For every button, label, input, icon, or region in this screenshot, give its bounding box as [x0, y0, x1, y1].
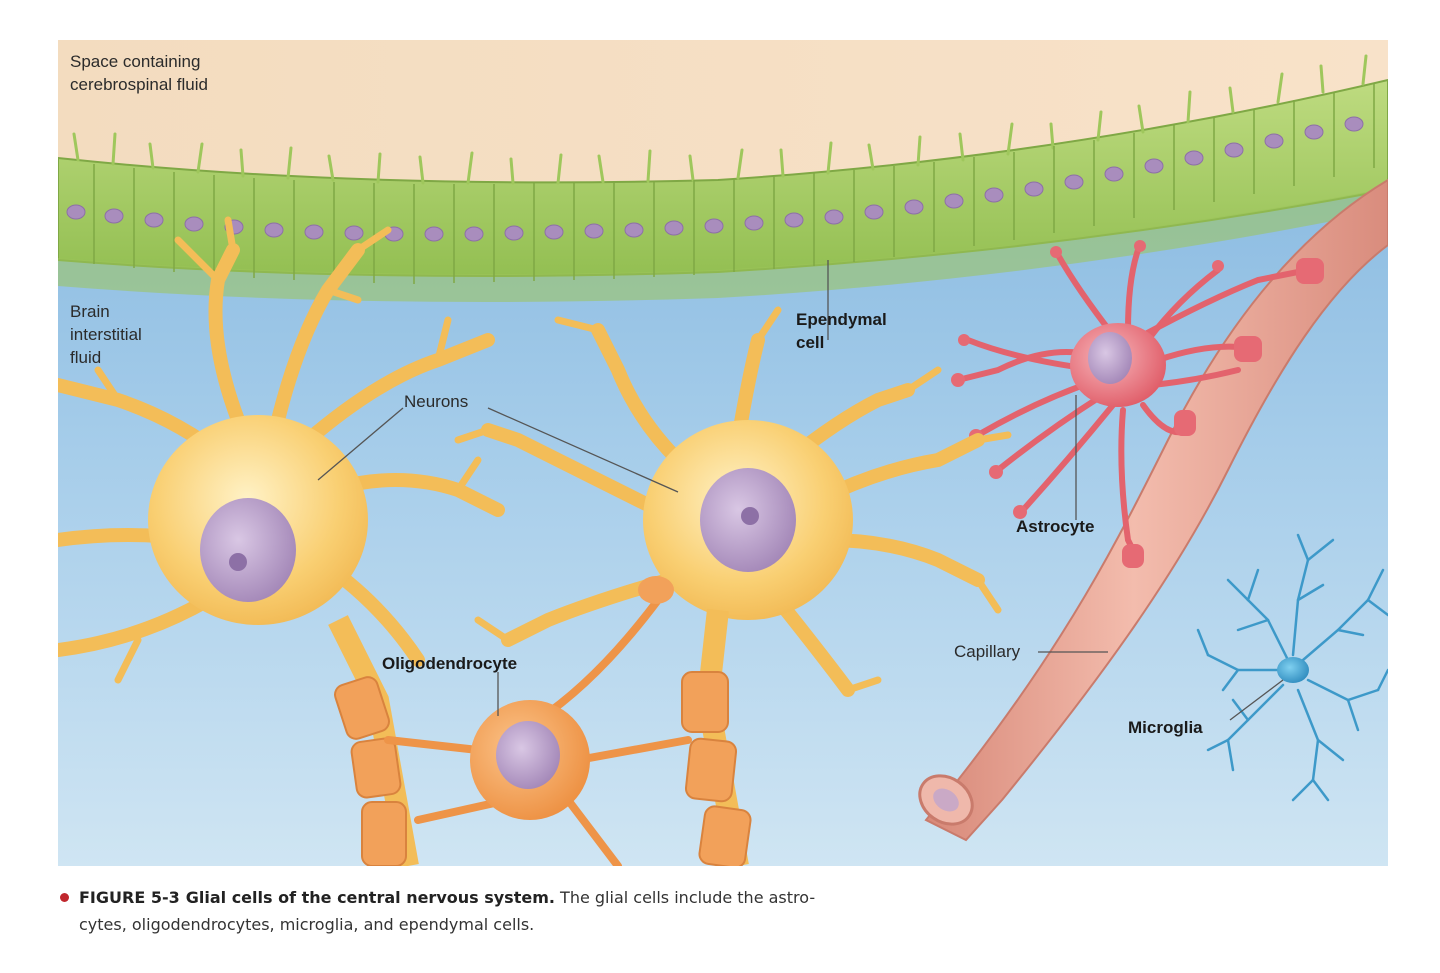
- caption-bullet: [60, 893, 69, 902]
- label-capillary: Capillary: [954, 642, 1021, 661]
- caption-text-line1: The glial cells include the astro-: [560, 888, 816, 907]
- label-ependymal-cell: Ependymal cell: [796, 310, 887, 352]
- figure-title: Glial cells of the central nervous syste…: [185, 888, 555, 907]
- neuron-right: [454, 306, 1012, 866]
- label-neurons: Neurons: [404, 392, 469, 411]
- label-oligodendrocyte: Oligodendrocyte: [382, 654, 518, 673]
- neuron-left-nucleus: [200, 498, 296, 602]
- oligodendrocyte-nucleus: [496, 721, 560, 789]
- oligodendrocyte-cell: [384, 576, 692, 866]
- label-microglia: Microglia: [1128, 718, 1203, 737]
- astrocyte-nucleus: [1088, 332, 1132, 384]
- caption-text-line2: cytes, oligodendrocytes, microglia, and …: [79, 915, 535, 934]
- glial-cells-illustration: Space containing cerebrospinal fluid Bra…: [58, 40, 1388, 866]
- figure-number: FIGURE 5-3: [79, 888, 180, 907]
- label-csf-space: Space containing cerebrospinal fluid: [70, 52, 208, 94]
- capillary-vessel: [918, 178, 1388, 842]
- label-astrocyte: Astrocyte: [1016, 517, 1095, 536]
- ependymal-layer: [58, 54, 1388, 302]
- neuron-left: [58, 216, 505, 866]
- leader-lines: [317, 260, 1284, 721]
- label-interstitial-fluid: Brain interstitial fluid: [70, 302, 142, 367]
- csf-region: [58, 40, 1388, 193]
- figure-caption: FIGURE 5-3 Glial cells of the central ner…: [60, 884, 960, 938]
- microglia-cell: [1196, 533, 1388, 802]
- astrocyte-cell: [951, 240, 1324, 568]
